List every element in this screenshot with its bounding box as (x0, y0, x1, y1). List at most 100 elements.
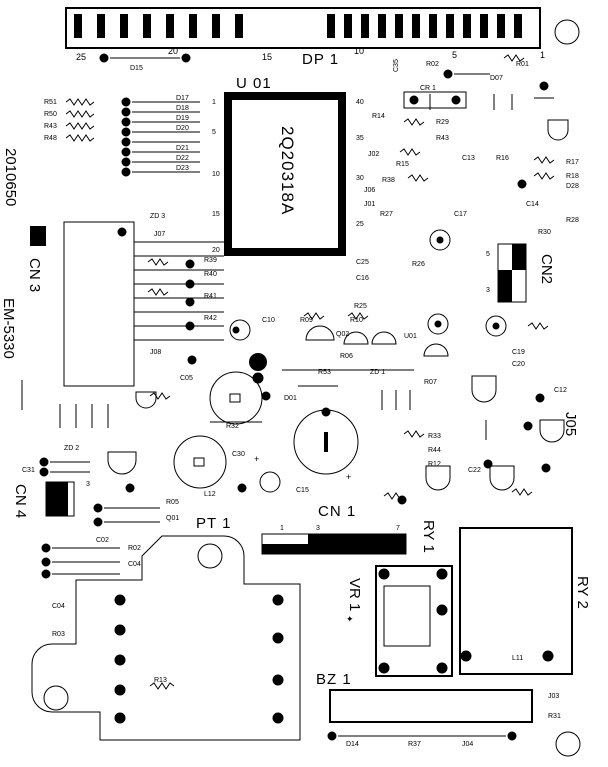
svg-text:R50: R50 (44, 111, 57, 118)
svg-text:R10: R10 (350, 317, 363, 324)
svg-text:R39: R39 (204, 257, 217, 264)
svg-text:J08: J08 (150, 349, 161, 356)
svg-text:3: 3 (486, 287, 490, 294)
svg-text:C25: C25 (356, 259, 369, 266)
dp1-pin-20: 20 (168, 46, 178, 56)
svg-text:R15: R15 (396, 161, 409, 168)
svg-text:L12: L12 (204, 491, 216, 498)
cn4-connector: 3 CN 4 (12, 481, 90, 518)
svg-text:R33: R33 (428, 433, 441, 440)
vr1-label: VR 1 (346, 578, 363, 611)
svg-text:R41: R41 (204, 293, 217, 300)
svg-text:J04: J04 (462, 741, 473, 748)
svg-text:R01: R01 (516, 61, 529, 68)
svg-text:C14: C14 (526, 201, 539, 208)
svg-text:D15: D15 (130, 65, 143, 72)
svg-text:D28: D28 (566, 183, 579, 190)
svg-text:3: 3 (86, 481, 90, 488)
svg-text:R32: R32 (226, 423, 239, 430)
marker-block (30, 226, 46, 246)
svg-text:D23: D23 (176, 165, 189, 172)
dp1-pin-15: 15 (262, 52, 272, 62)
svg-text:Q02: Q02 (336, 331, 349, 338)
board-code: 2010650 (2, 148, 19, 206)
svg-text:C15: C15 (296, 487, 309, 494)
mounting-hole-br (555, 731, 581, 757)
svg-text:D20: D20 (176, 125, 189, 132)
ry1-relay: RY 1 (375, 520, 453, 677)
board-model: EM-5330 (0, 298, 17, 359)
svg-text:C30: C30 (232, 451, 245, 458)
svg-text:R43: R43 (44, 123, 57, 130)
svg-text:J01: J01 (364, 201, 375, 208)
svg-text:3: 3 (316, 525, 320, 532)
dp1-pin-1: 1 (540, 50, 545, 60)
svg-text:C12: C12 (554, 387, 567, 394)
svg-text:L11: L11 (512, 655, 523, 662)
dp1-pin-10: 10 (354, 46, 364, 56)
svg-text:R30: R30 (538, 229, 551, 236)
svg-text:7: 7 (396, 525, 400, 532)
ic-part-number: 2Q20318A (278, 126, 297, 215)
svg-text:R16: R16 (496, 155, 509, 162)
svg-text:J07: J07 (154, 231, 165, 238)
svg-text:C22: C22 (468, 467, 481, 474)
ry2-relay: L11 RY 2 (459, 527, 591, 675)
mounting-hole (554, 19, 580, 45)
svg-text:U01: U01 (404, 333, 417, 340)
svg-text:D14: D14 (346, 741, 359, 748)
svg-text:ZD 2: ZD 2 (64, 445, 79, 452)
svg-text:D22: D22 (176, 155, 189, 162)
svg-text:5: 5 (212, 129, 216, 136)
svg-text:R18: R18 (566, 173, 579, 180)
svg-text:CR 1: CR 1 (420, 85, 436, 92)
svg-text:R31: R31 (548, 713, 561, 720)
ic-ref: U 01 (236, 75, 272, 92)
cn4-label: CN 4 (12, 484, 29, 518)
svg-text:C05: C05 (180, 375, 193, 382)
svg-text:40: 40 (356, 99, 364, 106)
svg-text:D17: D17 (176, 95, 189, 102)
svg-text:R02: R02 (128, 545, 141, 552)
svg-text:J03: J03 (548, 693, 559, 700)
svg-text:R27: R27 (380, 211, 393, 218)
bz1-buzzer: BZ 1 D14 R37 J04 (316, 671, 533, 748)
cn3-label: CN 3 (26, 258, 43, 292)
pad (99, 53, 109, 63)
svg-text:R44: R44 (428, 447, 441, 454)
svg-text:C31: C31 (22, 467, 35, 474)
svg-text:1: 1 (280, 525, 284, 532)
middle-components: C25 R26 C16 R25 R09 R10 Q02 U01 R06 R53 … (180, 229, 525, 402)
svg-text:R26: R26 (412, 261, 425, 268)
svg-text:R37: R37 (408, 741, 421, 748)
svg-text:ZD 1: ZD 1 (370, 369, 385, 376)
svg-text:✦: ✦ (346, 614, 354, 624)
cn2-label: CN2 (538, 254, 555, 284)
svg-text:J06: J06 (364, 187, 375, 194)
svg-text:R48: R48 (44, 135, 57, 142)
svg-text:R29: R29 (436, 119, 449, 126)
svg-text:C20: C20 (512, 361, 525, 368)
svg-text:ZD 3: ZD 3 (150, 213, 165, 220)
svg-text:R43: R43 (436, 135, 449, 142)
svg-text:5: 5 (486, 251, 490, 258)
cn1-label: CN 1 (318, 503, 356, 520)
svg-text:R53: R53 (318, 369, 331, 376)
cn2-connector: CN2 5 3 (486, 243, 555, 303)
svg-text:R06: R06 (340, 353, 353, 360)
svg-text:10: 10 (212, 171, 220, 178)
svg-text:C16: C16 (356, 275, 369, 282)
svg-text:R28: R28 (566, 217, 579, 224)
svg-text:R38: R38 (382, 177, 395, 184)
svg-text:R42: R42 (204, 315, 217, 322)
ry1-label: RY 1 (420, 520, 437, 553)
svg-text:R13: R13 (154, 677, 167, 684)
svg-text:R03: R03 (52, 631, 65, 638)
svg-text:R02: R02 (426, 61, 439, 68)
right-middle-components: C12 J05 R33 R44 R12 C22 (381, 375, 579, 505)
ry2-label: RY 2 (574, 576, 591, 609)
electrolytic-capacitors: R32 C30 + C15 L12 + (173, 371, 359, 498)
svg-text:D01: D01 (284, 395, 297, 402)
